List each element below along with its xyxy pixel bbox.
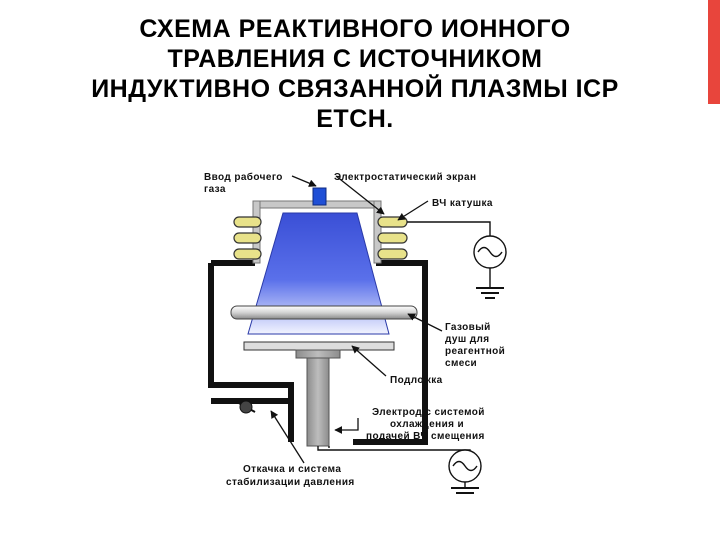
label-coil: ВЧ катушка: [432, 198, 493, 209]
electrode: [295, 349, 341, 447]
rf-generator-coil: [407, 221, 507, 299]
label-pump-2: стабилизации давления: [226, 476, 355, 488]
label-electrode-3: подачей ВЧ смещения: [366, 431, 485, 442]
rf-generator-bias: [317, 446, 482, 494]
title-line-3: ИНДУКТИВНО СВЯЗАННОЙ ПЛАЗМЫ ICP: [91, 75, 619, 103]
label-shower-1: Газовый: [445, 322, 491, 333]
title-line-4: ETCH.: [316, 105, 394, 133]
label-shower-3: реагентной: [445, 346, 505, 357]
label-shower-4: смеси: [445, 358, 477, 369]
pump-valve: [236, 400, 256, 414]
label-substrate: Подложка: [390, 375, 443, 386]
title-line-2: ТРАВЛЕНИЯ С ИСТОЧНИКОМ: [167, 45, 543, 73]
title-line-1: СХЕМА РЕАКТИВНОГО ИОННОГО: [139, 15, 571, 43]
substrate: [243, 341, 395, 351]
label-shield: Электростатический экран: [334, 172, 476, 183]
gas-shower-tube: [230, 305, 418, 320]
label-electrode-1: Электрод с системой: [372, 407, 485, 418]
accent-bar: [708, 0, 720, 104]
rf-coil-left: [233, 216, 262, 260]
label-gas-inlet-2: газа: [204, 184, 226, 195]
label-electrode-2: охлаждения и: [390, 419, 464, 430]
leader-lines: [270, 175, 443, 464]
label-gas-inlet-1: Ввод рабочего: [204, 171, 283, 183]
label-shower-2: душ для: [445, 334, 489, 345]
label-pump-1: Откачка и система: [243, 464, 341, 475]
gas-inlet-valve: [312, 187, 327, 206]
plasma-region: [247, 212, 390, 335]
chamber-walls: [208, 260, 428, 445]
rf-coil-right: [377, 216, 408, 260]
slide-title: СХЕМА РЕАКТИВНОГО ИОННОГО ТРАВЛЕНИЯ С ИС…: [30, 14, 680, 134]
